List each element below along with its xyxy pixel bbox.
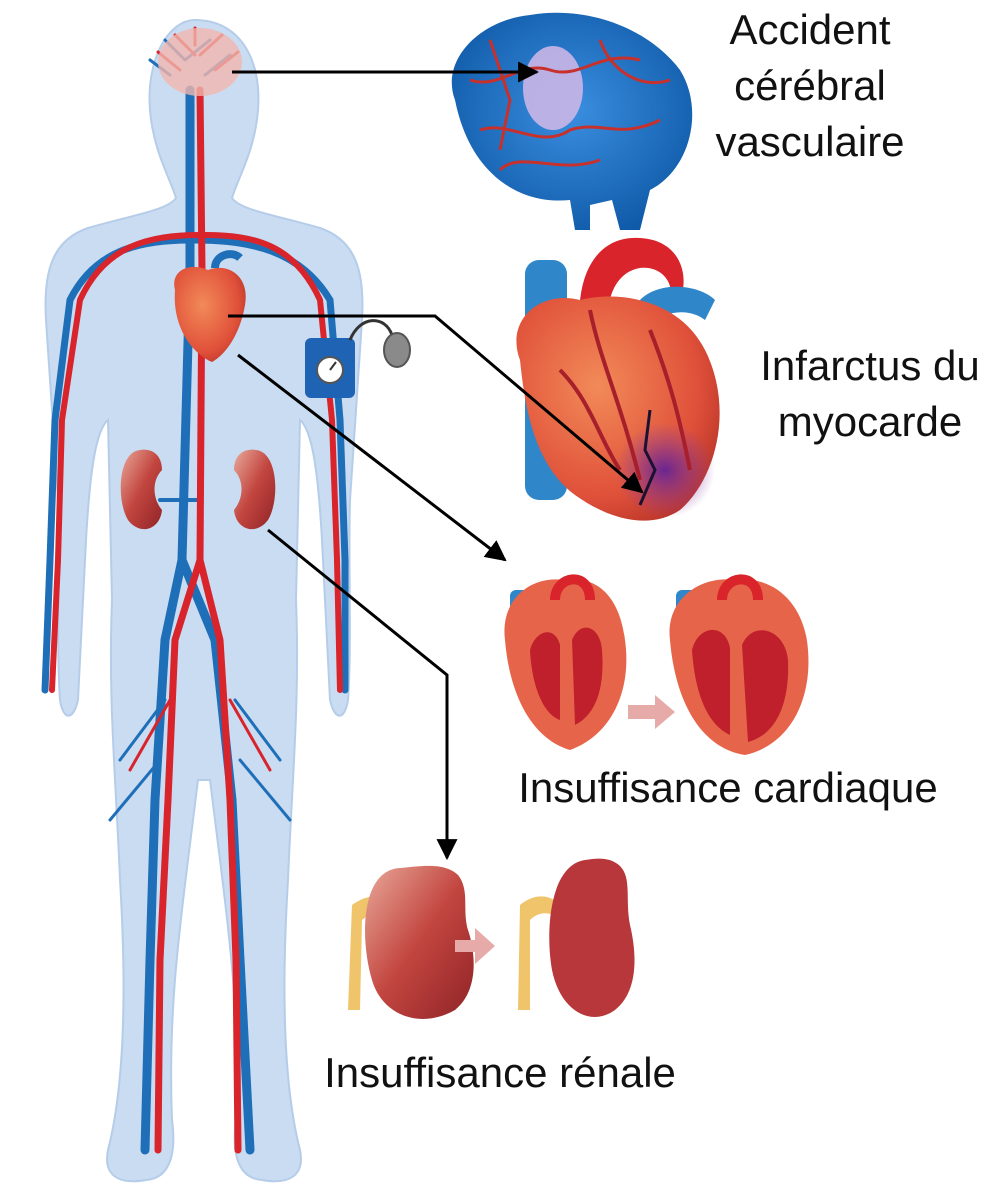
heart-infarction-illustration xyxy=(516,238,719,521)
label-mi-line-2: myocarde xyxy=(735,394,999,450)
heart-cross-section-normal xyxy=(504,579,626,750)
heart-cross-section-enlarged xyxy=(670,579,809,755)
stroke-lesion xyxy=(523,46,583,130)
label-heart-failure: Insuffisance cardiaque xyxy=(468,760,988,816)
label-mi-line-1: Infarctus du xyxy=(735,338,999,394)
label-stroke-line-3: vasculaire xyxy=(690,114,930,170)
label-renal-failure: Insuffisance rénale xyxy=(290,1045,710,1101)
renal-failure-illustration xyxy=(348,859,635,1019)
heart-failure-illustration xyxy=(504,579,808,755)
label-stroke-line-1: Accident xyxy=(690,2,930,58)
brain-illustration xyxy=(452,13,692,230)
kidney-damaged xyxy=(518,859,635,1017)
kidney-normal xyxy=(348,866,474,1019)
label-stroke: Accident cérébral vasculaire xyxy=(690,2,930,170)
label-stroke-line-2: cérébral xyxy=(690,58,930,114)
progression-arrow xyxy=(628,695,675,729)
head-brain xyxy=(158,28,242,96)
label-myocardial-infarction: Infarctus du myocarde xyxy=(735,338,999,450)
